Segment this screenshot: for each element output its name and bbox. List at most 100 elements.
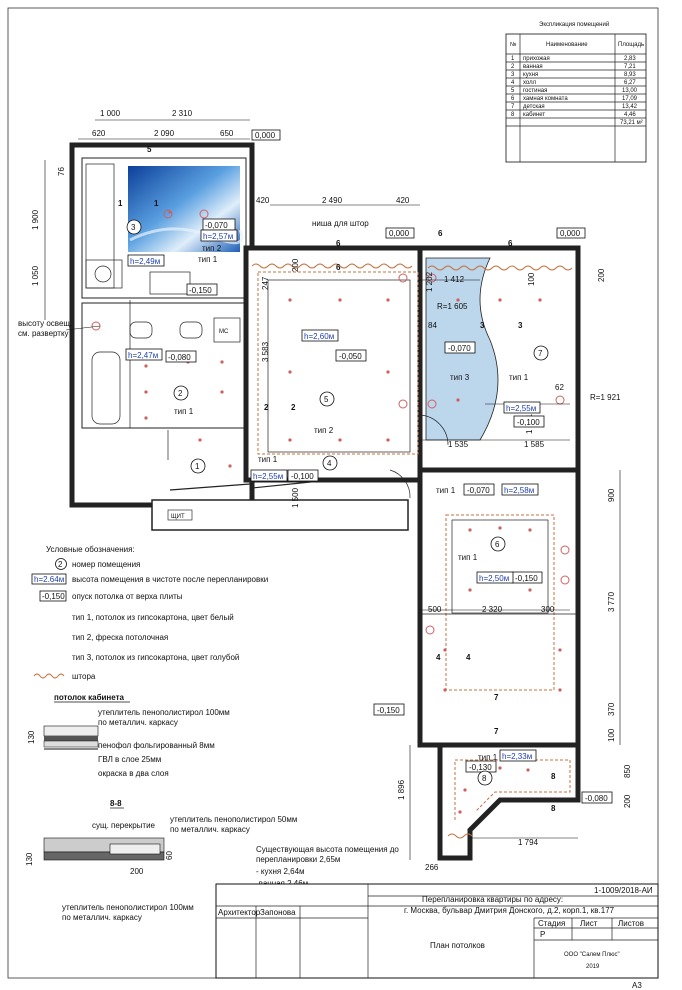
- row-2-name: ванная: [523, 64, 543, 70]
- section-d60: 60: [165, 851, 174, 860]
- row-2-area: 7,21: [624, 64, 636, 70]
- row-1-no: 1: [511, 56, 515, 62]
- mc-label: МС: [219, 329, 229, 335]
- stamp-sheets-header: Листов: [618, 919, 644, 928]
- row-8-no: 8: [511, 112, 515, 118]
- ceiling-l2: пенофол фольгированный 8мм: [98, 741, 215, 750]
- row-7-name: детская: [523, 104, 545, 110]
- dim-r-200: 200: [623, 794, 632, 808]
- mark-130: -0,130: [469, 763, 492, 772]
- mark-050: -0,050: [339, 352, 362, 361]
- row-5-no: 5: [511, 88, 515, 94]
- svg-text:4: 4: [466, 653, 471, 662]
- svg-text:2: 2: [291, 403, 296, 412]
- ceiling-l3: ГВЛ в слое 25мм: [98, 755, 161, 764]
- row-3-no: 3: [511, 72, 515, 78]
- dim-r-84: 84: [428, 321, 437, 330]
- living-ceiling-contour: [267, 279, 411, 453]
- ceiling-dim: 130: [27, 730, 36, 744]
- dim-100: 100: [527, 272, 536, 286]
- row-7-no: 7: [511, 104, 515, 110]
- room-numbers: [126, 219, 549, 786]
- mark-150b: -0,150: [515, 574, 538, 583]
- section-l1: утеплитель пенополистирол 50мм: [170, 815, 297, 824]
- section-l2: сущ. перекрытие: [92, 821, 156, 830]
- legend-h-text: высота помещения в чистоте после перепла…: [72, 575, 268, 584]
- room-8: 8: [482, 774, 487, 783]
- height-250: h=2,50м: [479, 574, 509, 583]
- height-255b: h=2,55м: [506, 404, 536, 413]
- legend-num-text: номер помещения: [72, 560, 140, 569]
- height-255a: h=2,55м: [253, 472, 283, 481]
- dim-r-1585: 1 585: [524, 440, 545, 449]
- svg-text:7: 7: [494, 693, 499, 702]
- room-6: 6: [495, 540, 500, 549]
- legend-type3: тип 3, потолок из гипсокартона, цвет гол…: [72, 653, 239, 662]
- svg-text:5: 5: [147, 145, 152, 154]
- height-258: h=2,58м: [504, 486, 534, 495]
- svg-text:3: 3: [480, 321, 485, 330]
- height-257: h=2,57м: [203, 232, 233, 241]
- room-2: 2: [178, 389, 183, 398]
- row-2-no: 2: [511, 64, 515, 70]
- mark-150c: -0,150: [377, 706, 400, 715]
- dim-b-2320: 2 320: [482, 605, 503, 614]
- section-l3: утеплитель пенополистирол 100мм: [62, 903, 194, 912]
- col-no-header: №: [510, 41, 516, 48]
- row-6-area: 17,09: [622, 96, 638, 102]
- height-247: h=2,47м: [128, 351, 158, 360]
- type-study: тип 1: [478, 753, 498, 762]
- legend-type1: тип 1, потолок из гипсокартона, цвет бел…: [72, 613, 234, 622]
- svg-text:8: 8: [551, 772, 556, 781]
- dim-b-500: 500: [428, 605, 442, 614]
- room-7: 7: [538, 349, 543, 358]
- dim-r-1202: 1 202: [425, 271, 434, 292]
- dim-r-850: 850: [623, 764, 632, 778]
- ceiling-lights: [91, 209, 570, 814]
- dim-r-1535: 1 535: [448, 440, 469, 449]
- shchit-label: ЩИТ: [171, 514, 185, 520]
- stamp-addr1: Перепланировка квартиры по адресу:: [422, 895, 563, 904]
- mark-000c: 0,000: [560, 229, 581, 238]
- legend-o-text: опуск потолка от верха плиты: [72, 592, 183, 601]
- explication-title: Экспликация помещений: [539, 21, 609, 28]
- mark-000b: 0,000: [389, 229, 410, 238]
- ceiling-detail-title: потолок кабинета: [54, 693, 125, 702]
- height-249: h=2,49м: [130, 257, 160, 266]
- type-nursery-t1: тип 1: [509, 373, 529, 382]
- dim-top3: 620: [92, 129, 106, 138]
- section-d200: 200: [130, 867, 144, 876]
- row-7-area: 13,42: [622, 104, 638, 110]
- dim-b-266: 266: [425, 863, 439, 872]
- row-5-name: гостиная: [523, 88, 547, 94]
- svg-text:3: 3: [518, 321, 523, 330]
- dim-left3: 76: [57, 167, 66, 176]
- dim-top4: 2 090: [154, 129, 175, 138]
- mark-070a: -0,070: [205, 221, 228, 230]
- svg-text:2: 2: [264, 403, 269, 412]
- dim-mid3: 420: [396, 196, 410, 205]
- row-6-no: 6: [511, 96, 515, 102]
- type-hall: тип 1: [258, 455, 278, 464]
- legend-type2: тип 2, фреска потолочная: [72, 633, 168, 642]
- mark-100a: -0,100: [517, 418, 540, 427]
- legend-num-sample: 2: [58, 560, 63, 569]
- svg-text:8: 8: [551, 804, 556, 813]
- stamp-sheet-header: Лист: [580, 919, 598, 928]
- section-marks: 51 16 66 62 23 34 47 78 8: [118, 145, 556, 813]
- bathtub: [91, 351, 121, 425]
- svg-text:1: 1: [154, 199, 159, 208]
- row-4-no: 4: [511, 80, 515, 86]
- row-1-name: прихожая: [523, 56, 550, 62]
- light-note-2: см. развертку: [18, 329, 69, 338]
- mark-070c: -0,070: [467, 486, 490, 495]
- elevation-marks: [165, 129, 613, 804]
- legend-curtain: штора: [72, 672, 96, 681]
- type-kitchen-t2: тип 2: [202, 244, 222, 253]
- svg-text:1: 1: [118, 199, 123, 208]
- svg-text:6: 6: [336, 239, 341, 248]
- height-boxes: [125, 229, 541, 762]
- type-living: тип 2: [314, 426, 334, 435]
- dim-left2: 1 050: [31, 265, 40, 286]
